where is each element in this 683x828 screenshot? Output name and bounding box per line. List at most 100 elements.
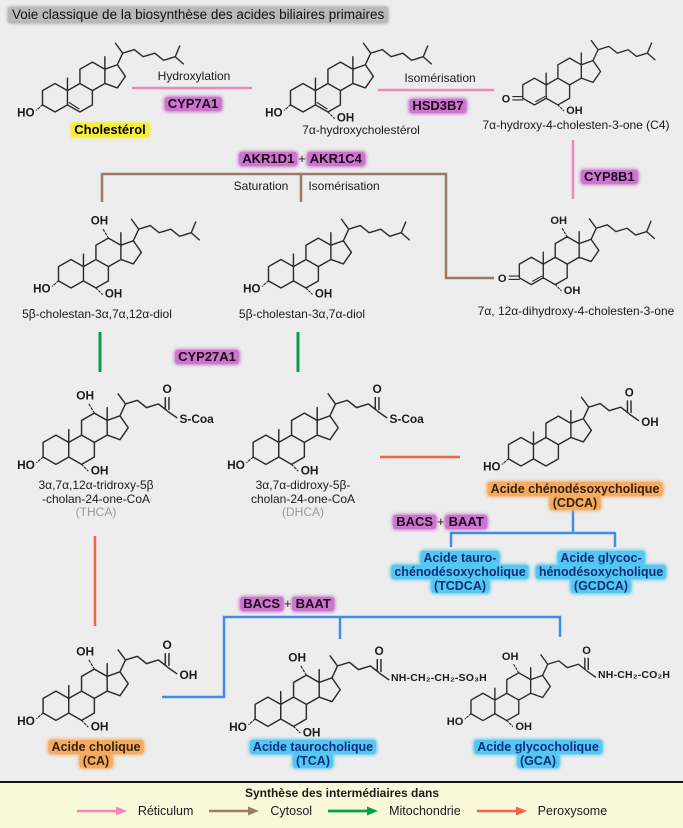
atom-o: O [502, 93, 510, 105]
atom-ho: HO [447, 716, 464, 728]
structure-cholesterol: HO [17, 42, 184, 119]
legend-arrow-peroxysome-icon [476, 806, 527, 816]
legend-item-peroxysome: Peroxysome [476, 804, 607, 818]
legend-band [0, 781, 683, 828]
atom-oh: OH [91, 719, 109, 733]
legend-item-cytosol: Cytosol [208, 804, 312, 818]
label-gca: Acide glycocholique (GCA) [474, 740, 602, 768]
structure-hydroxycholesterol: HO OH [265, 42, 432, 125]
enzyme-akr1c4: AKR1C4 [306, 152, 365, 166]
atom-ho: HO [17, 714, 35, 728]
label-cdca: Acide chénodésoxycholique (CDCA) [487, 482, 663, 510]
legend-item-mitochondrie: Mitochondrie [327, 804, 461, 818]
label-tcdca: Acide tauro- chénodésoxycholique (TCDCA) [391, 551, 529, 593]
plus-sign: + [284, 596, 292, 611]
label-ca: Acide cholique (CA) [48, 740, 144, 768]
atom-oh: OH [337, 113, 354, 125]
structure-dhca: O S-Coa HO OH [227, 382, 424, 477]
enzyme-bacs: BACS [393, 515, 437, 529]
enzyme-hsd3b7: HSD3B7 [409, 97, 467, 115]
label-thca-abbr: (THCA) [75, 505, 117, 519]
structure-c4: O OH [502, 39, 656, 117]
step-isomerisation: Isomérisation [404, 71, 476, 85]
label-c4: 7α-hydroxy-4-cholesten-3-one (C4) [482, 118, 670, 132]
atom-oh: OH [76, 388, 94, 402]
atom-ho: HO [33, 283, 50, 295]
enzyme-bacs: BACS [240, 597, 284, 611]
gca-conjugate-chain: NH-CH₂-CO₂H [598, 669, 671, 681]
page-title: Voie classique de la biosynthèse des aci… [8, 6, 389, 24]
label-dhca: 3α,7α-didroxy-5β- cholan-24-one-CoA (DHC… [250, 478, 356, 519]
legend-item-reticulum: Réticulum [76, 804, 194, 818]
step-hydroxylation: Hydroxylation [157, 69, 231, 83]
structure-diol12: HO OH OH [33, 216, 200, 301]
legend-row: Réticulum Cytosol Mitochondrie Peroxysom… [0, 804, 683, 818]
atom-ho: HO [265, 107, 282, 119]
atom-o: O [162, 638, 171, 652]
atom-oh: OH [91, 216, 108, 228]
label-gcdca: Acide glycoc- hénodésoxycholique (GCDCA) [535, 551, 667, 593]
legend-label-cytosol: Cytosol [270, 804, 313, 818]
plus-sign: + [437, 514, 445, 529]
page-title-text: Voie classique de la biosynthèse des aci… [8, 7, 389, 23]
atom-ho: HO [227, 458, 245, 472]
label-tca: Acide taurocholique (TCA) [249, 740, 377, 768]
enzyme-akr1d1: AKR1D1 [239, 152, 298, 166]
atom-oh: OH [288, 650, 306, 664]
legend-arrow-reticulum-icon [76, 806, 127, 816]
atom-ho: HO [483, 461, 500, 473]
label-thca: 3α,7α,12α-tridroxy-5β -cholan-24-one-CoA… [38, 478, 154, 519]
legend-arrow-cytosol-icon [209, 806, 260, 816]
label-dihydroxy-c4: 7α, 12α-dihydroxy-4-cholesten-3-one [477, 304, 675, 318]
enzyme-cyp7a1: CYP7A1 [164, 95, 222, 113]
atom-ho: HO [229, 720, 247, 734]
group-s-coa: S-Coa [179, 412, 214, 426]
atom-oh: OH [91, 463, 109, 477]
atom-oh: OH [566, 105, 582, 117]
legend-label-peroxysome: Peroxysome [537, 804, 608, 818]
atom-o: O [582, 645, 591, 657]
enzyme-cyp8b1: CYP8B1 [581, 168, 638, 186]
group-s-coa: S-Coa [389, 412, 424, 426]
structure-thca: O S-Coa HO OH OH [17, 382, 214, 477]
atom-o: O [498, 273, 507, 285]
enzyme-baat: BAAT [292, 597, 334, 611]
step-isomerisation-2: Isomérisation [308, 179, 380, 193]
legend-label-reticulum: Réticulum [137, 804, 194, 818]
atom-o: O [162, 382, 171, 396]
atom-ho: HO [17, 458, 35, 472]
step-saturation: Saturation [233, 179, 289, 193]
enzyme-cyp27a1: CYP27A1 [175, 348, 239, 366]
label-dhca-abbr: (DHCA) [282, 505, 324, 519]
atom-ho: HO [17, 107, 34, 119]
legend-arrow-mitochondrie-icon [328, 806, 379, 816]
structure-diol7: HO OH [243, 218, 410, 301]
atom-oh: OH [301, 463, 319, 477]
enzyme-bacs-baat-upper: BACS+BAAT [393, 513, 487, 531]
legend-label-mitochondrie: Mitochondrie [389, 804, 461, 818]
enzyme-akr: AKR1D1+AKR1C4 [239, 150, 365, 168]
atom-oh: OH [550, 215, 567, 227]
atom-oh: OH [179, 668, 197, 682]
plus-sign: + [298, 151, 306, 166]
atom-oh: OH [564, 285, 581, 297]
atom-oh: OH [515, 721, 532, 733]
enzyme-baat: BAAT [445, 515, 487, 529]
label-diol12: 5β-cholestan-3α,7α,12α-diol [22, 307, 172, 321]
atom-ho: HO [243, 283, 260, 295]
structure-ca: O OH HO OH OH [17, 638, 197, 733]
legend-title: Synthèse des intermédiaires dans [244, 786, 440, 800]
atom-oh: OH [315, 289, 332, 301]
atom-oh: OH [641, 417, 658, 429]
label-cholesterol: Cholestérol [71, 121, 149, 139]
tca-conjugate-chain: NH-CH₂-CH₂-SO₃H [391, 672, 487, 684]
enzyme-bacs-baat-lower: BACS+BAAT [240, 595, 334, 613]
atom-o: O [372, 382, 381, 396]
label-diol7: 5β-cholestan-3α,7α-diol [238, 307, 366, 321]
atom-o: O [625, 387, 634, 399]
structure-dihydroxy-c4: O OH OH [498, 215, 656, 297]
atom-o: O [374, 644, 383, 658]
atom-oh: OH [502, 651, 519, 663]
atom-oh: OH [303, 725, 321, 739]
